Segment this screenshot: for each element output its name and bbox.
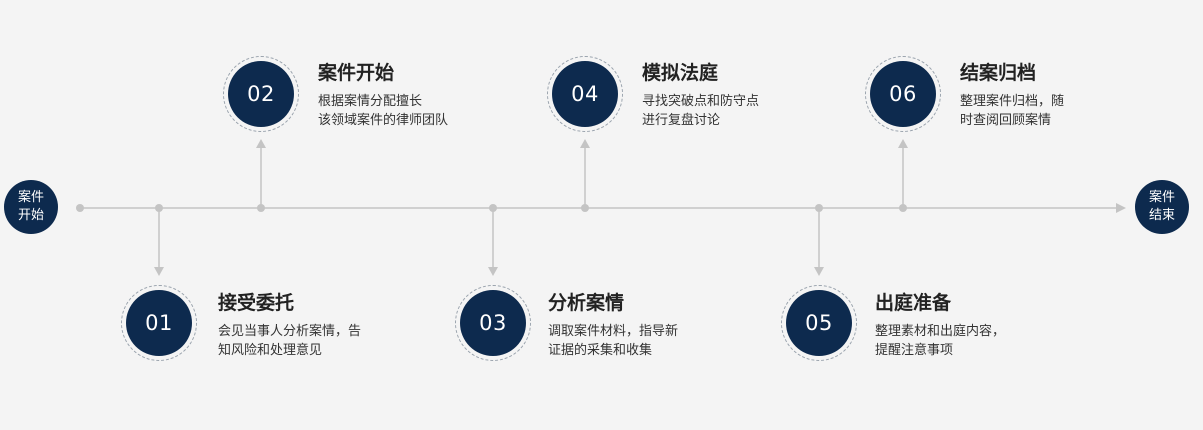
step-desc-04: 寻找突破点和防守点 进行复盘讨论 [642,94,760,128]
step-title-03: 分析案情 [548,292,625,314]
step-circle-06: 06 [865,56,941,132]
step-desc-05: 整理素材和出庭内容， 提醒注意事项 [875,324,1006,358]
step-circle-04: 04 [547,56,623,132]
connector-arrow-03 [488,267,498,276]
step-number-06: 06 [870,61,936,127]
step-text-06: 结案归档 整理案件归档，随 时查阅回顾案情 [960,60,1120,130]
step-text-04: 模拟法庭 寻找突破点和防守点 进行复盘讨论 [642,60,832,130]
step-number-02: 02 [228,61,294,127]
step-title-04: 模拟法庭 [642,62,719,84]
step-title-06: 结案归档 [960,62,1037,84]
connector-arrow-01 [154,267,164,276]
step-number-05: 05 [786,290,852,356]
step-title-05: 出庭准备 [875,292,952,314]
step-circle-03: 03 [455,285,531,361]
step-text-02: 案件开始 根据案情分配擅长 该领域案件的律师团队 [318,60,508,130]
step-desc-06: 整理案件归档，随 时查阅回顾案情 [960,94,1065,128]
timeline-start-dot [76,204,84,212]
end-node-line1: 案件 [1148,190,1175,205]
step-desc-03: 调取案件材料，指导新 证据的采集和收集 [548,324,679,358]
step-text-01: 接受委托 会见当事人分析案情，告 知风险和处理意见 [218,290,408,360]
step-circle-01: 01 [121,285,197,361]
connector-arrow-06 [898,139,908,148]
start-node-line2: 开始 [17,208,44,223]
step-circle-02: 02 [223,56,299,132]
step-text-03: 分析案情 调取案件材料，指导新 证据的采集和收集 [548,290,738,360]
end-node: 案件 结束 [1135,180,1189,234]
step-title-02: 案件开始 [318,62,395,84]
step-text-05: 出庭准备 整理素材和出庭内容， 提醒注意事项 [875,290,1065,360]
timeline-axis-arrow [1116,203,1126,213]
step-circle-05: 05 [781,285,857,361]
connector-arrow-05 [814,267,824,276]
start-node-line1: 案件 [17,190,44,205]
step-desc-01: 会见当事人分析案情，告 知风险和处理意见 [218,324,362,358]
start-node: 案件 开始 [4,180,58,234]
step-number-03: 03 [460,290,526,356]
step-number-01: 01 [126,290,192,356]
step-title-01: 接受委托 [218,292,295,314]
connector-arrow-02 [256,139,266,148]
end-node-line2: 结束 [1148,208,1175,223]
connector-arrow-04 [580,139,590,148]
step-desc-02: 根据案情分配擅长 该领域案件的律师团队 [318,94,449,128]
step-number-04: 04 [552,61,618,127]
